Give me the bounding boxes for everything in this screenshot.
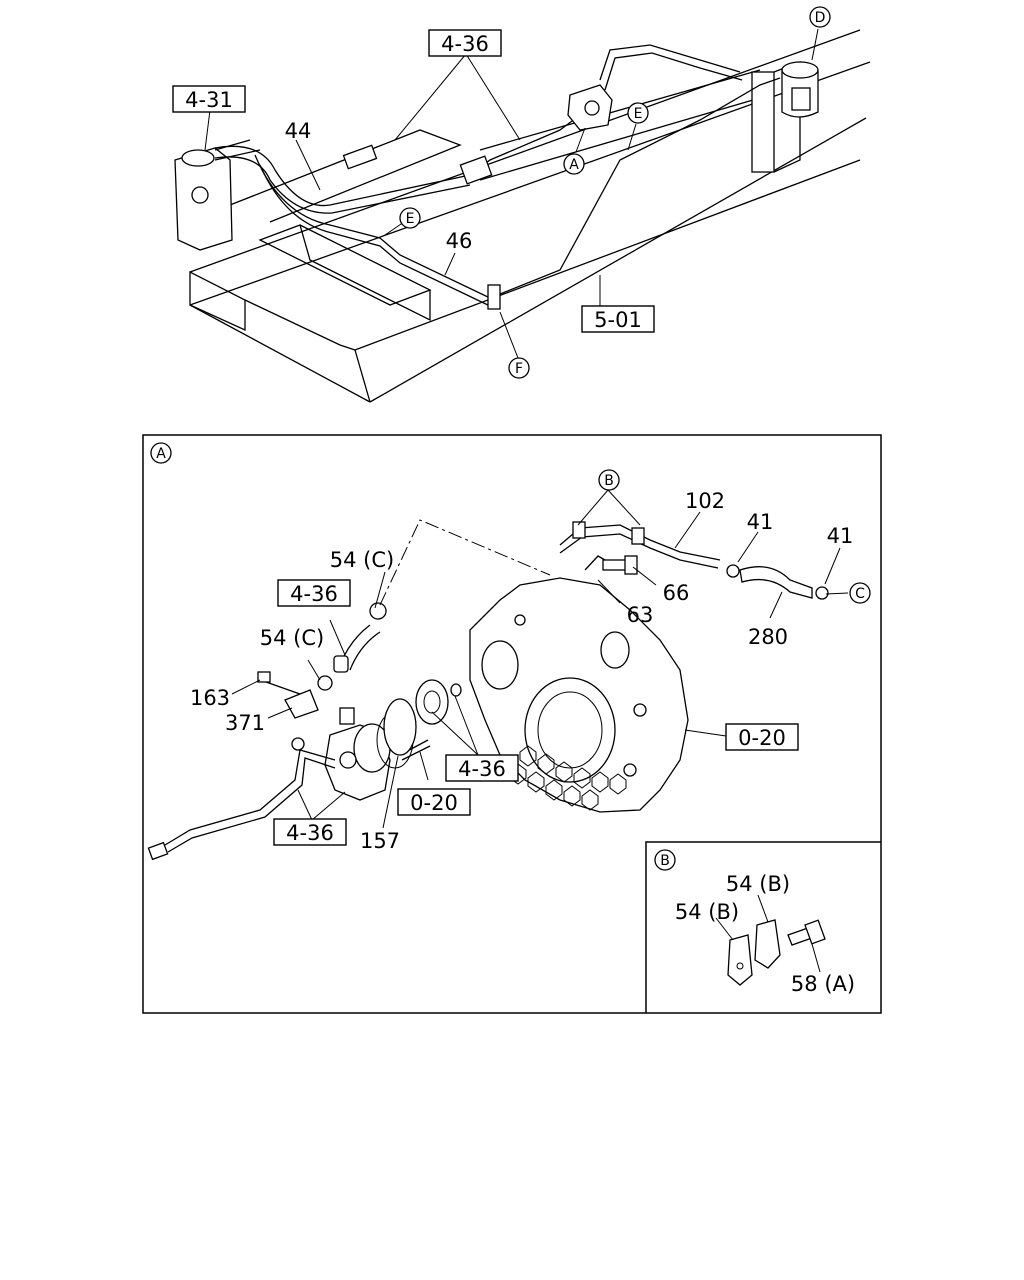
part-number-280: 280 bbox=[748, 625, 788, 649]
ref-box-0-20-housing bbox=[725, 723, 799, 751]
part-number-54b-left: 54 (B) bbox=[675, 900, 739, 924]
ref-label-4-36-pipe: 4-36 bbox=[286, 821, 334, 845]
marker-f: F bbox=[515, 361, 523, 377]
part-number-102: 102 bbox=[685, 489, 725, 513]
tank-d bbox=[781, 61, 819, 118]
part-number-54c-upper: 54 (C) bbox=[330, 548, 394, 572]
valve-a-assembly bbox=[567, 44, 743, 131]
part-number-371: 371 bbox=[225, 711, 265, 735]
detail-b-panel: B 54 (B) 54 (B) 58 (A) bbox=[645, 841, 881, 1013]
detail-a-panel: A bbox=[142, 434, 882, 1014]
marker-c-callout: C bbox=[855, 586, 865, 602]
pump-assembly bbox=[324, 707, 431, 801]
detail-a-marker: A bbox=[156, 446, 166, 462]
marker-b-callout: B bbox=[604, 473, 614, 489]
ref-label-4-36: 4-36 bbox=[441, 32, 489, 56]
part-number-54c-lower: 54 (C) bbox=[260, 626, 324, 650]
ref-box-4-36-hose bbox=[277, 579, 351, 607]
ref-label-4-36-gear: 4-36 bbox=[458, 757, 506, 781]
valve-4-31 bbox=[174, 139, 261, 251]
hose-280 bbox=[739, 566, 813, 599]
o-ring-157 bbox=[383, 698, 417, 756]
ref-box-4-31 bbox=[172, 85, 246, 113]
upper-chassis-view: 4-36 4-31 5-01 44 46 A D E E F bbox=[172, 6, 871, 403]
marker-d: D bbox=[815, 10, 826, 26]
ref-label-0-20-housing: 0-20 bbox=[738, 726, 786, 750]
part-number-41-right: 41 bbox=[827, 524, 854, 548]
ref-label-5-01: 5-01 bbox=[594, 308, 642, 332]
part-number-46: 46 bbox=[446, 229, 473, 253]
part-number-41-left: 41 bbox=[747, 510, 774, 534]
part-number-58a: 58 (A) bbox=[791, 972, 855, 996]
ref-label-0-20-stud: 0-20 bbox=[410, 791, 458, 815]
part-number-63: 63 bbox=[627, 603, 654, 627]
marker-a: A bbox=[569, 157, 579, 173]
marker-e-right: E bbox=[634, 106, 643, 122]
pipe-44 bbox=[214, 114, 581, 207]
part-number-66: 66 bbox=[663, 581, 690, 605]
ref-box-5-01 bbox=[581, 305, 655, 333]
part-number-54b-upper: 54 (B) bbox=[726, 872, 790, 896]
ref-box-4-36-pipe bbox=[273, 818, 347, 846]
part-number-157: 157 bbox=[360, 829, 400, 853]
detail-b-marker: B bbox=[660, 853, 670, 869]
ref-box-0-20-stud bbox=[397, 788, 471, 816]
ref-box-4-36 bbox=[428, 29, 502, 57]
drive-gear bbox=[415, 679, 462, 725]
marker-e-left: E bbox=[406, 211, 415, 227]
part-number-163: 163 bbox=[190, 686, 230, 710]
part-number-44: 44 bbox=[285, 119, 312, 143]
ref-box-4-36-gear bbox=[445, 754, 519, 782]
oil-pipe bbox=[164, 749, 336, 846]
ref-label-4-31: 4-31 bbox=[185, 88, 233, 112]
clip-54b-front bbox=[727, 934, 753, 986]
clip-54b-rear bbox=[754, 919, 781, 969]
ref-label-4-36-hose: 4-36 bbox=[290, 582, 338, 606]
bolt-58a bbox=[787, 919, 826, 946]
